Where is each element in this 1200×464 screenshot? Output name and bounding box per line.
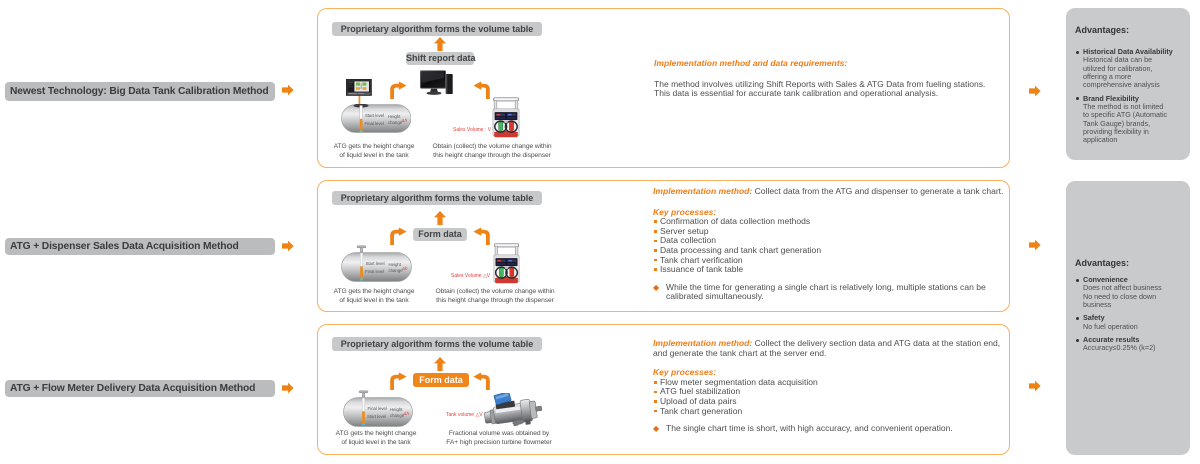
svg-text:Final level: Final level <box>368 406 387 411</box>
svg-text:Start level: Start level <box>366 261 385 266</box>
svg-text:Δh: Δh <box>401 266 408 271</box>
svg-text:Δh: Δh <box>401 118 408 123</box>
svg-text:change: change <box>389 268 404 273</box>
svg-text:change: change <box>388 120 403 125</box>
svg-text:change: change <box>390 413 405 418</box>
svg-text:Height: Height <box>388 114 401 119</box>
svg-text:Start level: Start level <box>367 414 386 419</box>
svg-text:Final level: Final level <box>365 121 384 126</box>
svg-text:Δh: Δh <box>403 411 410 416</box>
svg-text:Height: Height <box>390 407 403 412</box>
svg-text:Height: Height <box>389 262 402 267</box>
svg-text:Start level: Start level <box>365 113 384 118</box>
svg-text:Final level: Final level <box>365 269 384 274</box>
